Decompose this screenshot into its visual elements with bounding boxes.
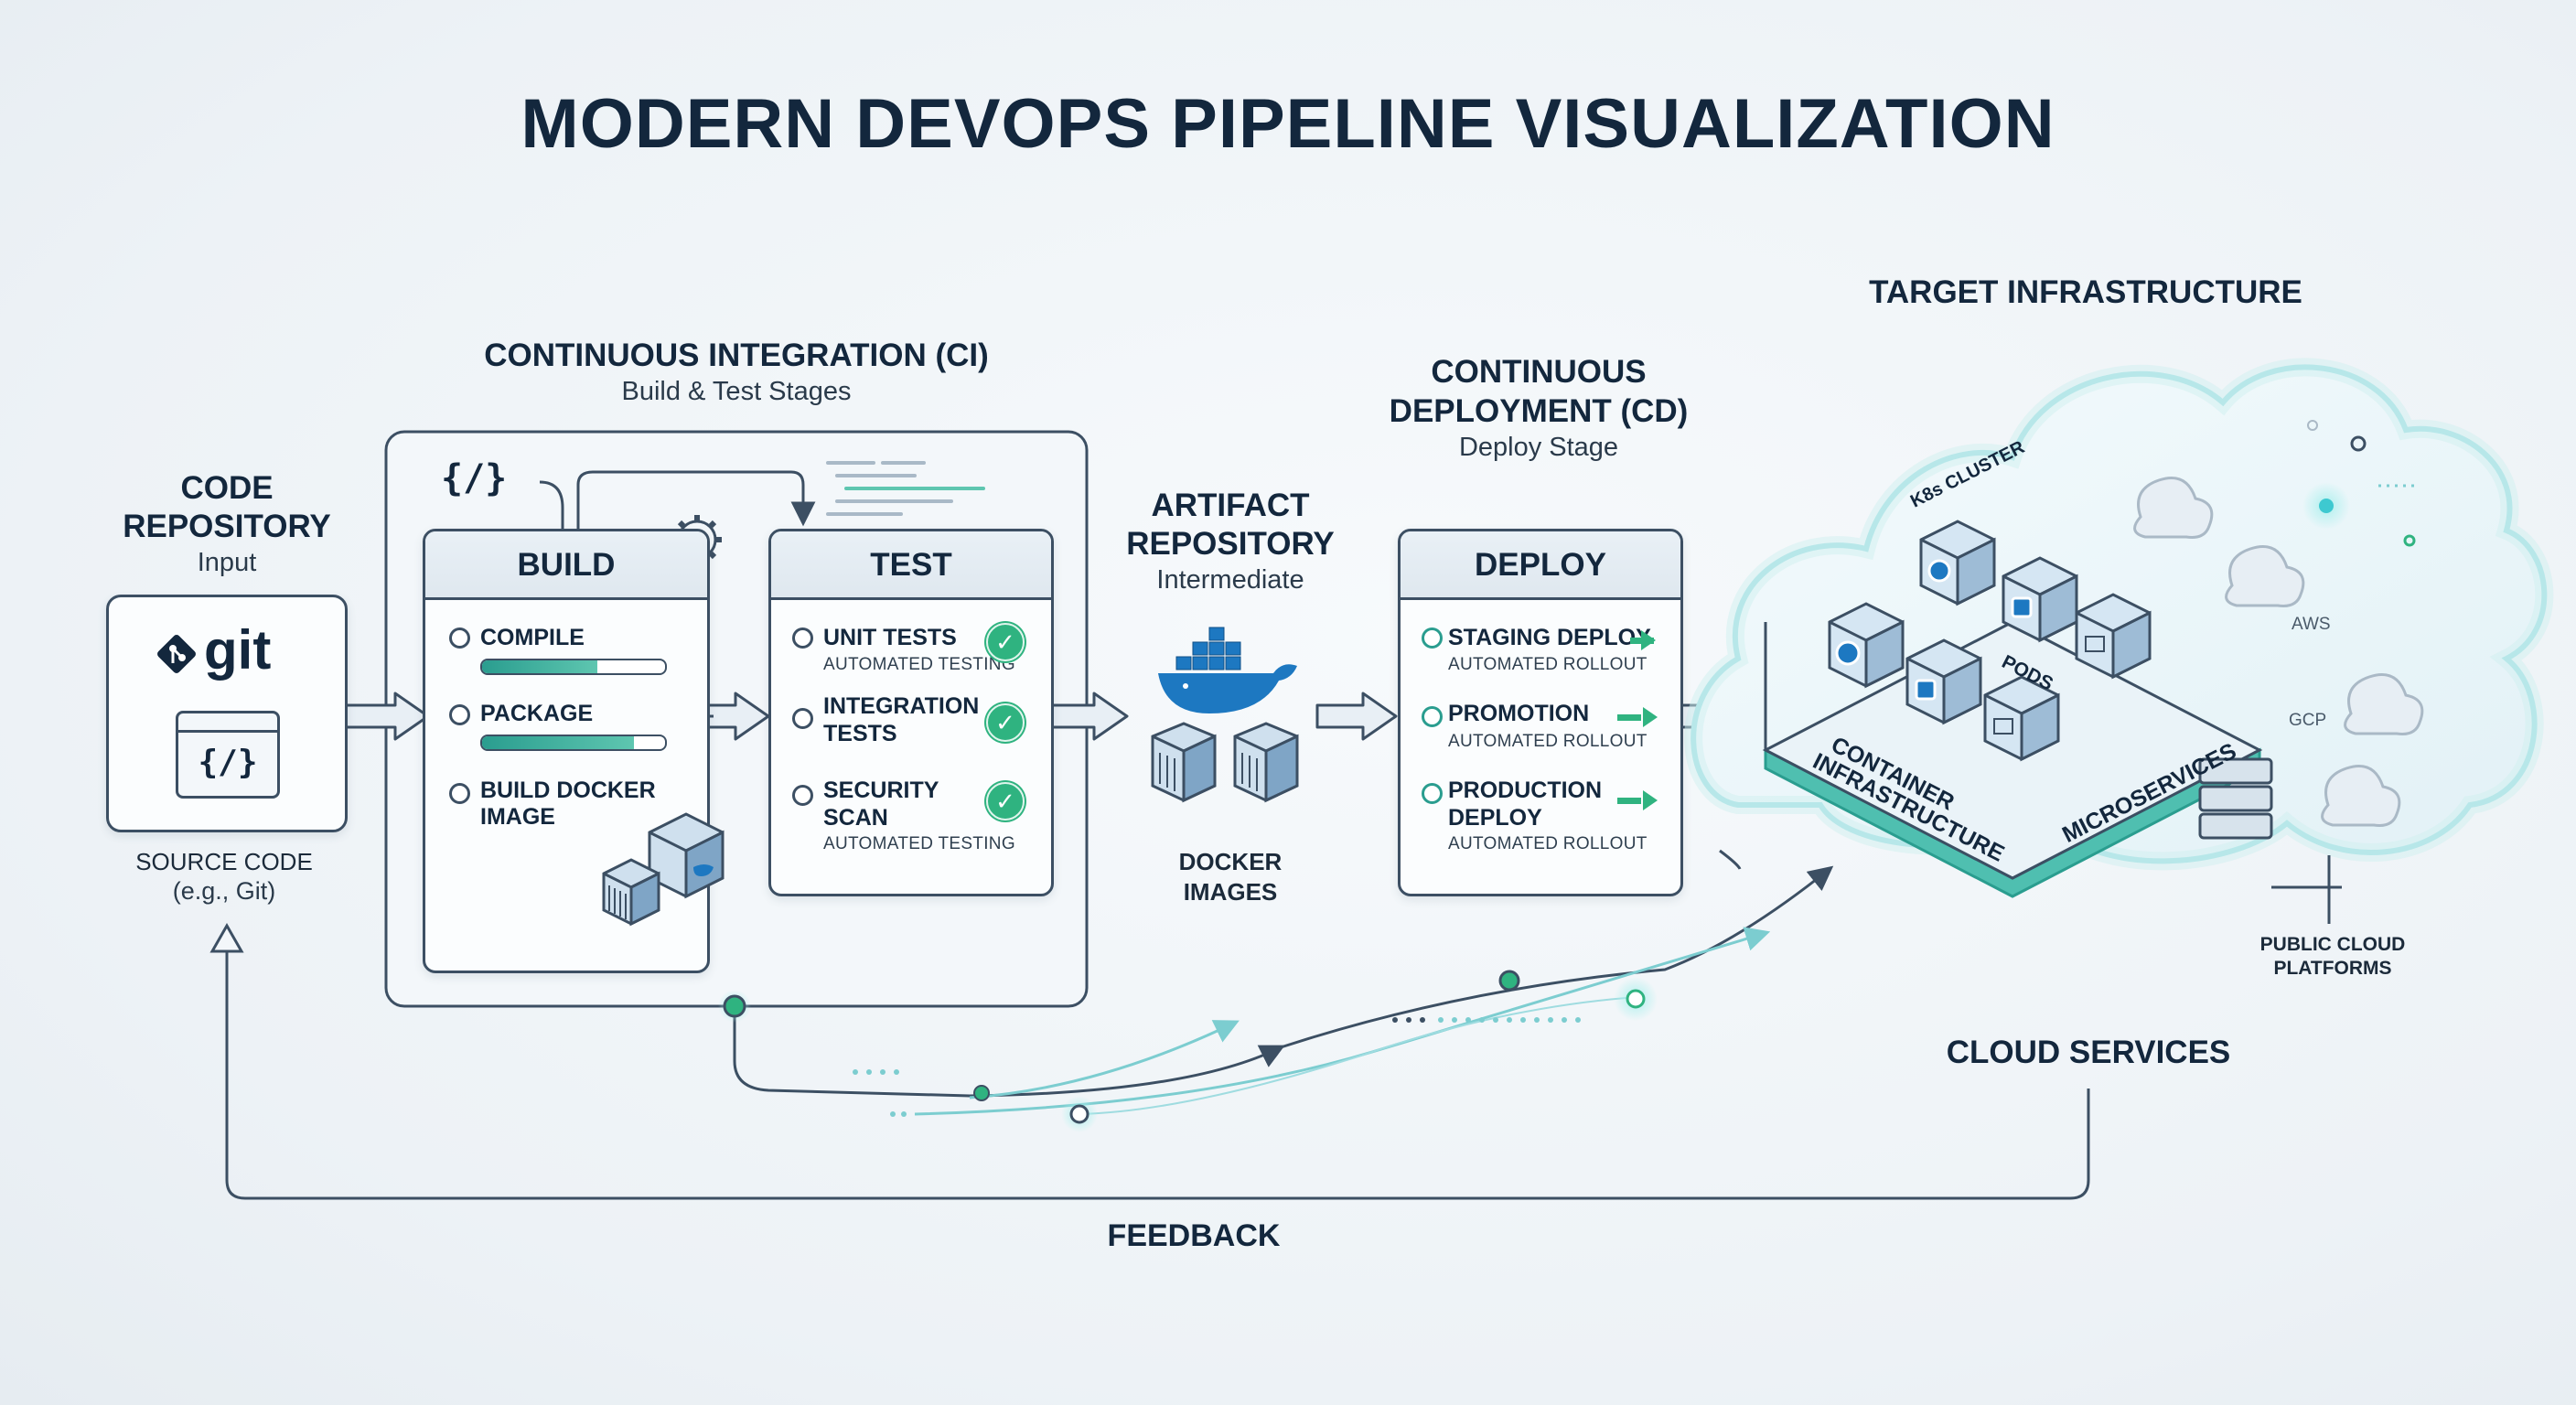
deploy-step-staging: STAGING DEPLOY <box>1448 625 1651 650</box>
code-repo-heading-1: CODE <box>180 470 274 506</box>
feedback-label: FEEDBACK <box>1107 1218 1281 1253</box>
test-step-integration-2: TESTS <box>823 721 897 746</box>
arrow-test-to-artifact <box>1046 692 1129 741</box>
deploy-step-production-2: DEPLOY <box>1448 805 1542 831</box>
deploy-step-production-1: PRODUCTION <box>1448 778 1603 803</box>
gcp-label: GCP <box>2289 711 2327 730</box>
feedback-arrowhead <box>209 922 244 953</box>
artifact-sub: Intermediate <box>1156 565 1304 595</box>
step-bullet <box>792 785 813 806</box>
cd-sub: Deploy Stage <box>1458 433 1619 462</box>
build-step-docker-2: IMAGE <box>480 804 555 830</box>
container-boxes-icon <box>595 805 741 933</box>
check-icon: ✓ <box>986 782 1025 820</box>
mini-clouds <box>2133 477 2424 827</box>
docker-images-caption-2: IMAGES <box>1183 878 1278 906</box>
source-code-caption: SOURCE CODE <box>135 848 313 875</box>
check-icon: ✓ <box>986 703 1025 742</box>
swoosh-main <box>733 1006 1285 1098</box>
test-title: TEST <box>771 531 1051 600</box>
build-title: BUILD <box>425 531 707 600</box>
code-repo-heading-2: REPOSITORY <box>123 509 331 544</box>
deploy-step-staging-sub: AUTOMATED ROLLOUT <box>1448 655 1648 674</box>
test-step-unit-sub: AUTOMATED TESTING <box>823 655 1015 674</box>
decor-dot <box>2307 420 2318 431</box>
swoosh-dots <box>853 1017 1581 1117</box>
artifact-heading-1: ARTIFACT <box>1151 488 1310 523</box>
code-bracket-icon: {/} <box>441 457 508 499</box>
public-cloud-label-1: PUBLIC CLOUD <box>2259 934 2406 955</box>
git-logo-icon <box>155 632 199 676</box>
deploy-card[interactable]: DEPLOY <box>1398 529 1683 896</box>
test-step-unit: UNIT TESTS <box>823 625 957 650</box>
swoosh-nodes <box>718 970 1658 1132</box>
source-code-caption-2: (e.g., Git) <box>172 877 276 905</box>
cd-heading-1: CONTINUOUS <box>1431 354 1647 390</box>
glow-node <box>2319 499 2334 513</box>
package-progress-fill <box>482 736 634 749</box>
test-step-integration-1: INTEGRATION <box>823 693 980 719</box>
step-bullet <box>792 708 813 729</box>
test-step-security-2: SCAN <box>823 805 888 831</box>
deploy-step-promotion-sub: AUTOMATED ROLLOUT <box>1448 732 1648 751</box>
k8s-node-blocks <box>1811 503 2214 851</box>
docker-whale-icon <box>1149 622 1304 713</box>
test-step-security-sub: AUTOMATED TESTING <box>823 834 1015 853</box>
step-bullet <box>449 627 470 649</box>
ci-loop-connector <box>539 470 803 529</box>
infra-heading: TARGET INFRASTRUCTURE <box>1869 274 2302 310</box>
cloud-services-label: CLOUD SERVICES <box>1946 1035 2231 1070</box>
step-bullet <box>1422 706 1443 727</box>
swoosh-upper <box>1280 865 1834 1049</box>
swoosh-teal-1 <box>969 1020 1240 1099</box>
server-stack-icon <box>2198 757 2273 840</box>
step-bullet <box>1422 627 1443 649</box>
deploy-title: DEPLOY <box>1401 531 1680 600</box>
test-step-security-1: SECURITY <box>823 778 939 803</box>
aws-label: AWS <box>2292 615 2331 634</box>
check-icon: ✓ <box>986 623 1025 661</box>
deploy-step-production-sub: AUTOMATED ROLLOUT <box>1448 834 1648 853</box>
build-step-docker-1: BUILD DOCKER <box>480 778 656 803</box>
step-bullet <box>449 783 470 804</box>
swoosh-teal-3 <box>1079 996 1638 1115</box>
git-label: git <box>204 619 272 681</box>
build-card[interactable]: BUILD <box>423 529 710 973</box>
arrow-artifact-to-deploy <box>1315 692 1398 741</box>
arrow-repo-to-build <box>344 692 430 741</box>
step-bullet <box>1422 783 1443 804</box>
page-title: MODERN DEVOPS PIPELINE VISUALIZATION <box>521 85 2055 163</box>
docker-images-icon <box>1147 718 1312 810</box>
code-repo-sub: Input <box>197 548 257 577</box>
package-progress-bar <box>480 735 667 751</box>
code-repo-card[interactable]: git {/} <box>106 595 348 832</box>
feedback-loop <box>225 942 2090 1200</box>
green-arrow-icon <box>1630 630 1656 650</box>
build-step-compile: COMPILE <box>480 625 585 650</box>
deploy-step-promotion: PROMOTION <box>1448 701 1590 726</box>
compile-progress-bar <box>480 659 667 675</box>
code-window-icon: {/} <box>176 711 280 799</box>
docker-images-caption-1: DOCKER <box>1178 848 1283 875</box>
ci-sub: Build & Test Stages <box>621 377 852 406</box>
step-bullet <box>792 627 813 649</box>
code-glyph: {/} <box>198 744 258 781</box>
compile-progress-fill <box>482 660 597 673</box>
ci-heading: CONTINUOUS INTEGRATION (CI) <box>484 338 989 373</box>
build-step-package: PACKAGE <box>480 701 594 726</box>
step-bullet <box>449 704 470 725</box>
green-arrow-icon <box>1617 707 1658 727</box>
decor-dot <box>2350 435 2367 452</box>
cd-heading-2: DEPLOYMENT (CD) <box>1389 393 1689 429</box>
green-arrow-icon <box>1617 790 1658 810</box>
public-cloud-label-2: PLATFORMS <box>2273 958 2392 979</box>
artifact-heading-2: REPOSITORY <box>1126 526 1335 562</box>
